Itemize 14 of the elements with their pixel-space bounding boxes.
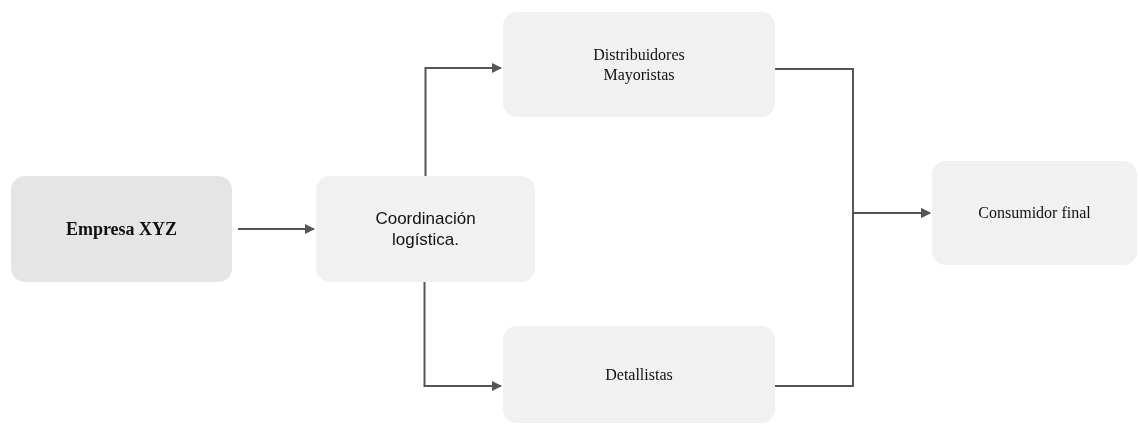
process-box	[503, 326, 775, 423]
box-label: Consumidor final	[978, 203, 1091, 223]
arrow	[424, 63, 502, 177]
process-box	[503, 12, 775, 117]
process-box	[316, 176, 535, 282]
arrow	[237, 224, 315, 234]
box-label: Distribuidores Mayoristas	[592, 44, 686, 85]
box-label: Coordinación logística.	[374, 207, 477, 251]
process-box	[11, 176, 232, 282]
arrow	[423, 281, 502, 391]
process-box	[932, 161, 1137, 265]
arrow	[774, 208, 931, 387]
box-label: Detallistas	[605, 364, 673, 385]
box-label: Empresa XYZ	[65, 217, 178, 241]
